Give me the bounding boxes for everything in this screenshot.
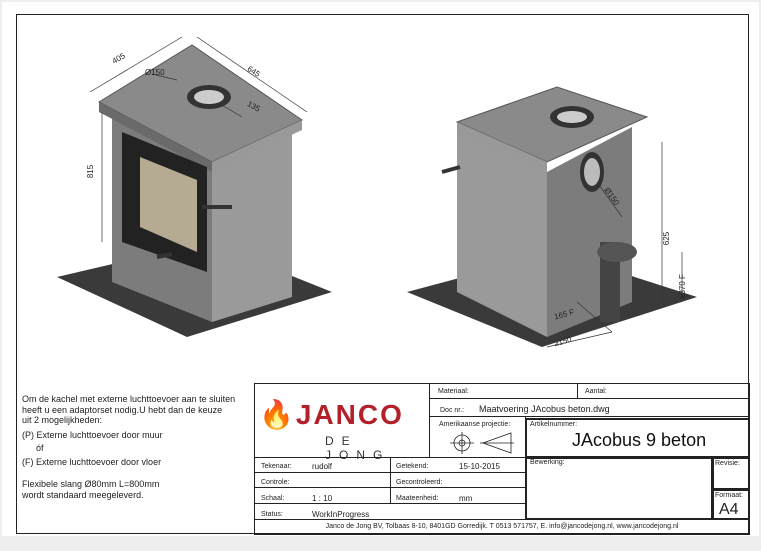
tekenaar-label: Tekenaar: <box>261 463 292 470</box>
option-wall: (P) Externe luchttoevoer door muur <box>22 429 163 440</box>
schaal: 1 : 10 <box>312 494 333 503</box>
artikelnummer-label: Artikelnummer: <box>530 421 578 428</box>
note-line: wordt standaard meegeleverd. <box>22 489 144 500</box>
getekend-label: Getekend: <box>396 463 429 470</box>
note-line: uit 2 mogelijkheden: <box>22 415 103 425</box>
status: WorkInProgress <box>312 510 370 519</box>
note-or: óf <box>36 443 44 453</box>
installation-notes: Om de kachel met externe luchttoevoer aa… <box>22 394 235 500</box>
note-line: Flexibele slang Ø80mm L=800mm <box>22 479 160 489</box>
stove-window <box>140 157 197 252</box>
drawing-frame <box>16 14 749 534</box>
flexible-hose <box>600 242 620 322</box>
stove-front-view <box>57 36 332 337</box>
bewerking-label: Bewerking: <box>530 459 565 466</box>
formaat: A4 <box>719 501 739 518</box>
maateenheid-label: Maateenheid: <box>396 495 439 502</box>
doc-nr-label: Doc nr.: <box>440 407 465 414</box>
note-line: heeft u een adaptorset nodig.U hebt dan … <box>22 404 223 415</box>
note-line: Om de kachel met externe luchttoevoer aa… <box>22 394 236 404</box>
drawing-sheet: 405 645 Ø150 135 815 Ø150 625 ≥370 F 165… <box>2 2 759 536</box>
revisie-label: Revisie: <box>715 460 740 467</box>
gecontroleerd-label: Gecontroleerd: <box>396 479 443 486</box>
tekenaar: rudolf <box>312 462 333 471</box>
schaal-label: Schaal: <box>261 495 285 502</box>
maateenheid: mm <box>459 494 473 503</box>
dim-flue-diameter: Ø150 <box>145 68 165 77</box>
status-label: Status: <box>261 511 283 518</box>
aantal-label: Aantal: <box>585 388 607 395</box>
getekend: 15-10-2015 <box>459 462 500 471</box>
stove-rear-view <box>407 86 697 348</box>
projection-symbol-icon <box>450 432 514 454</box>
materiaal-label: Materiaal: <box>438 388 469 395</box>
logo: 🔥JANCO DE JONG <box>254 383 430 462</box>
doc-nr: Maatvoering JAcobus beton.dwg <box>479 404 610 414</box>
dim-floor-inlet-height: ≥370 F <box>677 274 687 299</box>
company-footer: Janco de Jong BV, Tolbaas 8-10, 8401GD G… <box>325 523 679 530</box>
formaat-label: Formaat: <box>715 492 744 499</box>
artikelnummer: JAcobus 9 beton <box>572 430 707 450</box>
option-floor: (F) Externe luchttoevoer door vloer <box>22 456 162 467</box>
controle-label: Controle: <box>261 479 290 486</box>
projectie-label: Amerikaanse projectie: <box>439 421 511 428</box>
dim-height: 815 <box>86 164 96 179</box>
dim-flue-height: 625 <box>662 231 672 246</box>
